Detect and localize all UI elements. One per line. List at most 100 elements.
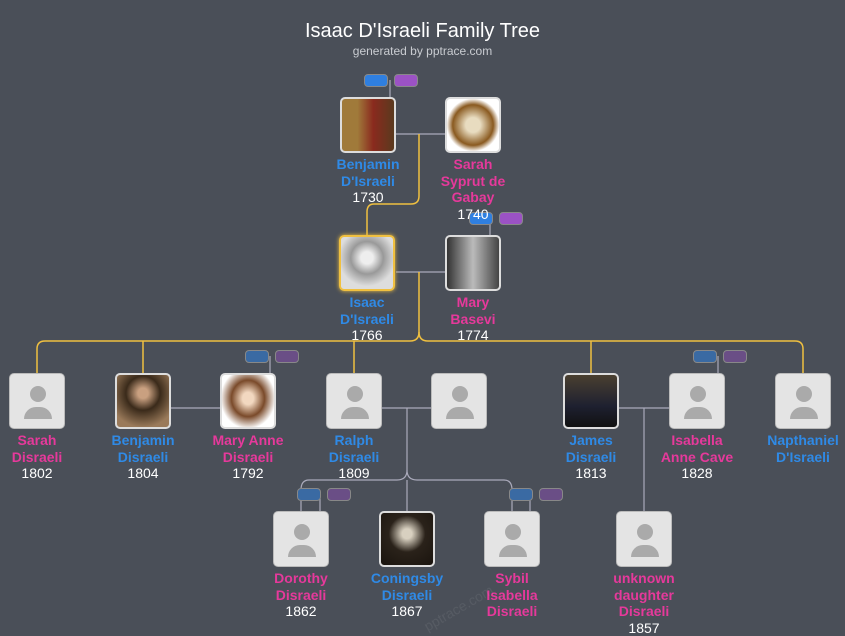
avatar-placeholder-icon[interactable]	[273, 511, 329, 567]
birth-year: 1828	[681, 465, 713, 481]
name-line: D'Israeli	[341, 172, 395, 189]
birth-year: 1857	[628, 619, 660, 636]
avatar-placeholder-icon[interactable]	[616, 511, 672, 567]
name-line: daughter	[614, 586, 674, 603]
person-photo[interactable]	[339, 235, 395, 291]
name-line: Mary	[456, 294, 490, 310]
name-line: Disraeli	[565, 448, 617, 465]
expand-father-button[interactable]	[693, 350, 717, 363]
birth-year: 1740	[457, 205, 489, 222]
birth-year: 1809	[338, 465, 370, 481]
name-line: Sarah	[17, 432, 57, 448]
expand-mother-button[interactable]	[327, 488, 351, 501]
name-line: Disraeli	[222, 448, 274, 465]
name-line: Disraeli	[381, 586, 433, 603]
name-line: Coningsby	[370, 570, 444, 586]
avatar-placeholder-icon[interactable]	[431, 373, 487, 429]
page-title: Isaac D'Israeli Family Tree	[305, 20, 540, 42]
birth-year: 1802	[21, 465, 53, 481]
avatar-placeholder-icon[interactable]	[669, 373, 725, 429]
expand-mother-button[interactable]	[723, 350, 747, 363]
expand-father-button[interactable]	[297, 488, 321, 501]
expand-mother-button[interactable]	[394, 74, 418, 87]
birth-year: 1774	[457, 327, 489, 343]
child-line	[366, 134, 420, 235]
expand-father-button[interactable]	[509, 488, 533, 501]
name-line: Benjamin	[336, 156, 400, 172]
birth-year: 1766	[351, 327, 383, 343]
birth-year: 1813	[575, 465, 607, 481]
avatar-placeholder-icon[interactable]	[484, 511, 540, 567]
person-photo[interactable]	[340, 97, 396, 153]
birth-year: 1867	[391, 603, 423, 619]
person-photo[interactable]	[379, 511, 435, 567]
person-photo[interactable]	[115, 373, 171, 429]
name-line: Isabella	[671, 432, 723, 448]
name-line: unknown	[613, 570, 675, 586]
child-line	[36, 272, 420, 373]
name-line: Basevi	[450, 310, 496, 327]
person-photo[interactable]	[563, 373, 619, 429]
name-line: Disraeli	[618, 603, 670, 619]
person-photo[interactable]	[445, 235, 501, 291]
person-node[interactable]	[404, 373, 514, 429]
expand-mother-button[interactable]	[499, 212, 523, 225]
name-line: Disraeli	[275, 586, 327, 603]
name-line: Sarah	[453, 156, 493, 172]
name-line: Mary Anne	[212, 432, 284, 448]
name-line: Disraeli	[486, 603, 538, 619]
child-line	[418, 331, 804, 373]
avatar-placeholder-icon[interactable]	[9, 373, 65, 429]
expand-father-button[interactable]	[245, 350, 269, 363]
birth-year: 1862	[285, 603, 317, 619]
expand-father-button[interactable]	[364, 74, 388, 87]
name-line: Napthaniel	[767, 432, 839, 448]
name-line: James	[569, 432, 613, 448]
name-line: D'Israeli	[340, 310, 394, 327]
expand-father-button[interactable]	[469, 212, 493, 225]
name-line: D'Israeli	[776, 448, 830, 465]
name-line: Sybil	[495, 570, 529, 586]
avatar-placeholder-icon[interactable]	[775, 373, 831, 429]
person-photo[interactable]	[220, 373, 276, 429]
expand-mother-button[interactable]	[275, 350, 299, 363]
person-photo[interactable]	[445, 97, 501, 153]
name-line: Disraeli	[117, 448, 169, 465]
name-line: Disraeli	[328, 448, 380, 465]
name-line: Gabay	[451, 189, 495, 205]
page-subtitle: generated by pptrace.com	[352, 44, 493, 58]
avatar-placeholder-icon[interactable]	[326, 373, 382, 429]
expand-mother-button[interactable]	[539, 488, 563, 501]
name-line: Disraeli	[11, 448, 63, 465]
